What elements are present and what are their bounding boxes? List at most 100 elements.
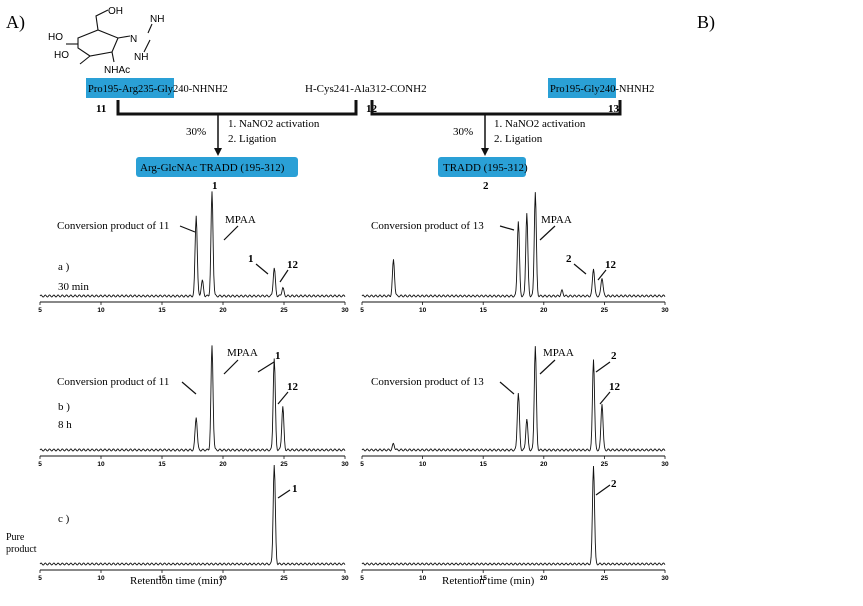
row-c-product: product — [6, 544, 37, 555]
hplc-b-left-tick-label-1: 10 — [97, 461, 105, 468]
hplc-b-left-tick-label-4: 25 — [280, 461, 288, 468]
hplc-a-left-tick-label-3: 20 — [219, 307, 227, 314]
annot-mpaa-a-right: MPAA — [541, 214, 572, 226]
hplc-a-right-tick-label-2: 15 — [480, 307, 488, 314]
hplc-b-right-tick-label-1: 10 — [419, 461, 427, 468]
sugar-ho-mid: HO — [54, 50, 69, 61]
yield-left: 30% — [186, 126, 206, 138]
peptide-11-box — [86, 78, 174, 98]
sugar-n: N — [130, 34, 137, 45]
hplc-a-left-tick-label-1: 10 — [97, 307, 105, 314]
hplc-c-right-tick-label-3: 20 — [540, 575, 548, 582]
annot-mpaa-b-right: MPAA — [543, 347, 574, 359]
annot-mpaa-a-left: MPAA — [225, 214, 256, 226]
product-2-number: 2 — [483, 180, 489, 192]
hplc-a-left-tick-label-0: 5 — [38, 307, 42, 314]
row-b-time: 8 h — [58, 419, 72, 431]
x-axis-label-right: Retention time (min) — [442, 575, 535, 587]
hplc-b-left-tick-label-2: 15 — [158, 461, 166, 468]
hplc-b-left-tick-label-0: 5 — [38, 461, 42, 468]
hplc-a-left-tick-label-4: 25 — [280, 307, 288, 314]
panel-a-label: A) — [6, 12, 25, 33]
panel-b-label: B) — [697, 12, 715, 33]
peptide-11-number: 11 — [96, 103, 106, 115]
hplc-a-left-tick-label-2: 15 — [158, 307, 166, 314]
hplc-c-left-tick-label-5: 30 — [341, 575, 349, 582]
hplc-b-right-trace — [361, 346, 666, 452]
peptide-13-box — [548, 78, 616, 98]
peptide-11-text: Pro195-Arg235-Gly240-NHNH2 — [88, 84, 228, 95]
hplc-b-right-tick-label-2: 15 — [480, 461, 488, 468]
sugar-nh-bottom: NH — [134, 52, 148, 63]
hplc-c-left-tick-label-4: 25 — [280, 575, 288, 582]
hplc-a-right-tick-label-3: 20 — [540, 307, 548, 314]
hplc-a-right-tick-label-4: 25 — [601, 307, 609, 314]
sugar-nh-top: NH — [150, 14, 164, 25]
hplc-a-left-tick-label-5: 30 — [341, 307, 349, 314]
sugar-ho-left: HO — [48, 32, 63, 43]
row-c-pure: Pure — [6, 532, 25, 543]
hplc-b-left-trace — [39, 345, 346, 452]
annot-conv11-b: Conversion product of 11 — [57, 376, 169, 388]
hplc-a-right-tick-label-5: 30 — [661, 307, 669, 314]
step2-right: 2. Ligation — [494, 133, 543, 145]
hplc-c-left-tick-label-0: 5 — [38, 575, 42, 582]
annot-12-b-left: 12 — [287, 381, 299, 393]
hplc-b-left-tick-label-5: 30 — [341, 461, 349, 468]
hplc-c-right-tick-label-5: 30 — [661, 575, 669, 582]
yield-right: 30% — [453, 126, 473, 138]
hplc-c-left-trace — [39, 464, 346, 566]
hplc-c-right-trace — [361, 465, 666, 566]
annot-12-a-right: 12 — [605, 259, 617, 271]
hplc-b-right-tick-label-3: 20 — [540, 461, 548, 468]
hplc-c-right-tick-label-4: 25 — [601, 575, 609, 582]
annot-2-c: 2 — [611, 478, 617, 490]
hplc-c-right-tick-label-1: 10 — [419, 575, 427, 582]
hplc-a-right-trace — [361, 192, 666, 298]
product-1-box — [136, 157, 298, 177]
annot-12-b-right: 12 — [609, 381, 621, 393]
scheme-connectors — [116, 100, 622, 116]
step1-left: 1. NaNO2 activation — [228, 118, 320, 130]
hplc-a-right-tick-label-0: 5 — [360, 307, 364, 314]
sugar-oh-top: OH — [108, 6, 123, 17]
peptide-13-text: Pro195-Gly240-NHNH2 — [550, 84, 654, 95]
hplc-a-left-trace — [39, 191, 346, 298]
hplc-b-left-tick-label-3: 20 — [219, 461, 227, 468]
product-1-number: 1 — [212, 180, 218, 192]
scheme-arrows — [217, 114, 486, 150]
product-1-text: Arg-GlcNAc TRADD (195-312) — [140, 162, 285, 174]
hplc-b-right-tick-label-0: 5 — [360, 461, 364, 468]
sugar-nhac: NHAc — [104, 65, 130, 76]
arrow-head-left — [214, 148, 222, 156]
hplc-b-right-tick-label-4: 25 — [601, 461, 609, 468]
arrow-head-right — [481, 148, 489, 156]
step2-left: 2. Ligation — [228, 133, 277, 145]
annot-1-c: 1 — [292, 483, 298, 495]
annotation-arrows — [179, 225, 611, 499]
row-a-time: 30 min — [58, 281, 89, 293]
x-axis-label-left: Retention time (min) — [130, 575, 223, 587]
hplc-c-left-tick-label-2: 15 — [158, 575, 166, 582]
step1-right: 1. NaNO2 activation — [494, 118, 586, 130]
product-2-box — [438, 157, 526, 177]
row-b-label: b ) — [58, 401, 70, 413]
annot-12-a-left: 12 — [287, 259, 299, 271]
hplc-a-right-tick-label-1: 10 — [419, 307, 427, 314]
peptide-12-text: H-Cys241-Ala312-CONH2 — [305, 83, 427, 95]
annot-1-b: 1 — [275, 350, 281, 362]
hplc-c-right-tick-label-0: 5 — [360, 575, 364, 582]
peptide-13-number: 13 — [608, 103, 620, 115]
annot-conv13-b: Conversion product of 13 — [371, 376, 484, 388]
annot-1-a: 1 — [248, 253, 254, 265]
glcnac-structure — [66, 9, 153, 65]
hplc-c-right-tick-label-2: 15 — [480, 575, 488, 582]
row-c-label: c ) — [58, 513, 70, 525]
annot-conv11-a: Conversion product of 11 — [57, 220, 169, 232]
hplc-b-right-tick-label-5: 30 — [661, 461, 669, 468]
row-a-label: a ) — [58, 261, 70, 273]
annot-2-b: 2 — [611, 350, 617, 362]
hplc-c-left-tick-label-3: 20 — [219, 575, 227, 582]
